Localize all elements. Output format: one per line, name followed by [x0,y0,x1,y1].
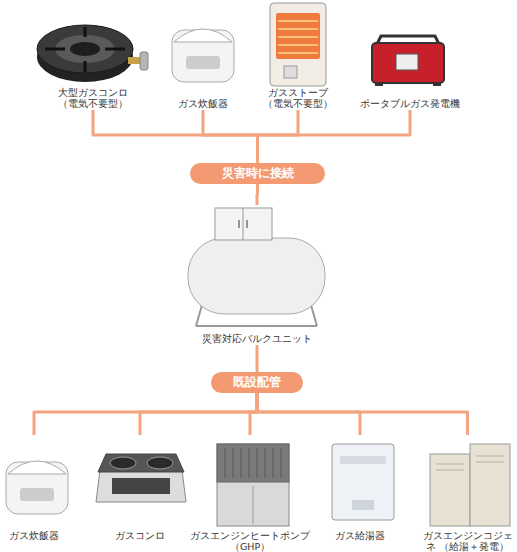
ghp-fan-section [217,444,289,482]
rice-cooker-panel [20,488,54,501]
water-heater-vent [340,456,386,464]
rice-cooker-body [6,462,68,514]
ghp-body [217,444,289,526]
cooktop-top [98,454,184,472]
generator-foot [375,83,383,86]
stove-panel [284,66,297,78]
appliance-node: ガス給湯器 [320,435,400,552]
node-label: ガスエンジンヒートポンプ （GHP） [188,530,312,552]
cooktop-body [96,470,186,502]
cooktop-burner [110,457,136,469]
stove-grill [276,13,320,59]
gas-pipe-connector [140,393,257,435]
gas-pipe-connector [93,110,258,163]
gas-pipe-connector [34,393,257,435]
rice-cooker-lid [174,29,232,42]
cooktop-burner [147,457,173,469]
appliance-node: ガスエンジンヒートポンプ （GHP） [186,435,314,552]
tank-body [188,238,325,314]
node-label: ガス給湯器 [320,530,400,541]
ghp-grille [225,448,281,478]
generator-foot [433,83,441,86]
water-heater-panel [352,500,374,510]
burner-valve [140,52,148,70]
appliance-node: 大型ガスコンロ （電気不要型） [35,5,151,110]
rice-cooker-panel [186,56,220,69]
node-label: ガス炊飯器 [0,530,68,541]
ghp-panel-line [253,486,254,524]
node-label: 災害対応バルクユニット [182,333,332,344]
appliance-node: 災害対応バルクユニット [182,205,332,345]
gas-pipe-connector [257,393,360,435]
stove-body [270,3,326,86]
appliance-node: ガスストーブ （電気不要型） [255,0,341,110]
node-label: ポータブルガス発電機 [355,98,465,109]
tank-cabinet [215,208,272,240]
connection-badge: 災害時に接続 [190,163,325,184]
gas-pipe-connector [203,110,258,163]
appliance-node: ガス炊飯器 [0,435,68,552]
burner-trivet [45,27,125,72]
gas-pipe-connector [256,184,260,205]
node-label: 大型ガスコンロ （電気不要型） [55,87,131,109]
appliance-node: ポータブルガス発電機 [355,5,465,110]
water-heater-body [332,444,394,520]
badge-label: 災害時に接続 [222,163,294,184]
appliance-node: ガスコンロ [95,435,185,552]
cooktop-grill [112,478,170,494]
cogeneration-vent [436,456,504,470]
burner-center [70,42,100,56]
gas-pipe-connector [257,393,468,435]
node-label: ガスエンジンコジェネ （給湯＋発電） [418,530,517,552]
appliance-node: ガスエンジンコジェネ （給湯＋発電） [418,435,517,552]
burner-ring [37,25,133,73]
node-label: ガス炊飯器 [163,98,243,109]
rice-cooker-body [172,30,234,82]
node-label: ガスコンロ [95,530,185,541]
cogeneration-unit [430,454,470,526]
tank-cabinet-handle [239,220,247,228]
appliance-node: ガス炊飯器 [163,5,243,110]
rice-cooker-lid [8,461,66,474]
gas-pipe-connector [256,345,259,372]
stove-grill-bars [278,21,318,53]
generator-panel [396,54,418,70]
gas-pipe-connector [258,110,411,163]
generator-body [372,43,444,83]
node-label: ガスストーブ （電気不要型） [260,87,336,109]
tank-cabinet-door [243,208,244,240]
badge-label: 既設配管 [233,372,281,393]
connection-badge: 既設配管 [211,372,303,393]
